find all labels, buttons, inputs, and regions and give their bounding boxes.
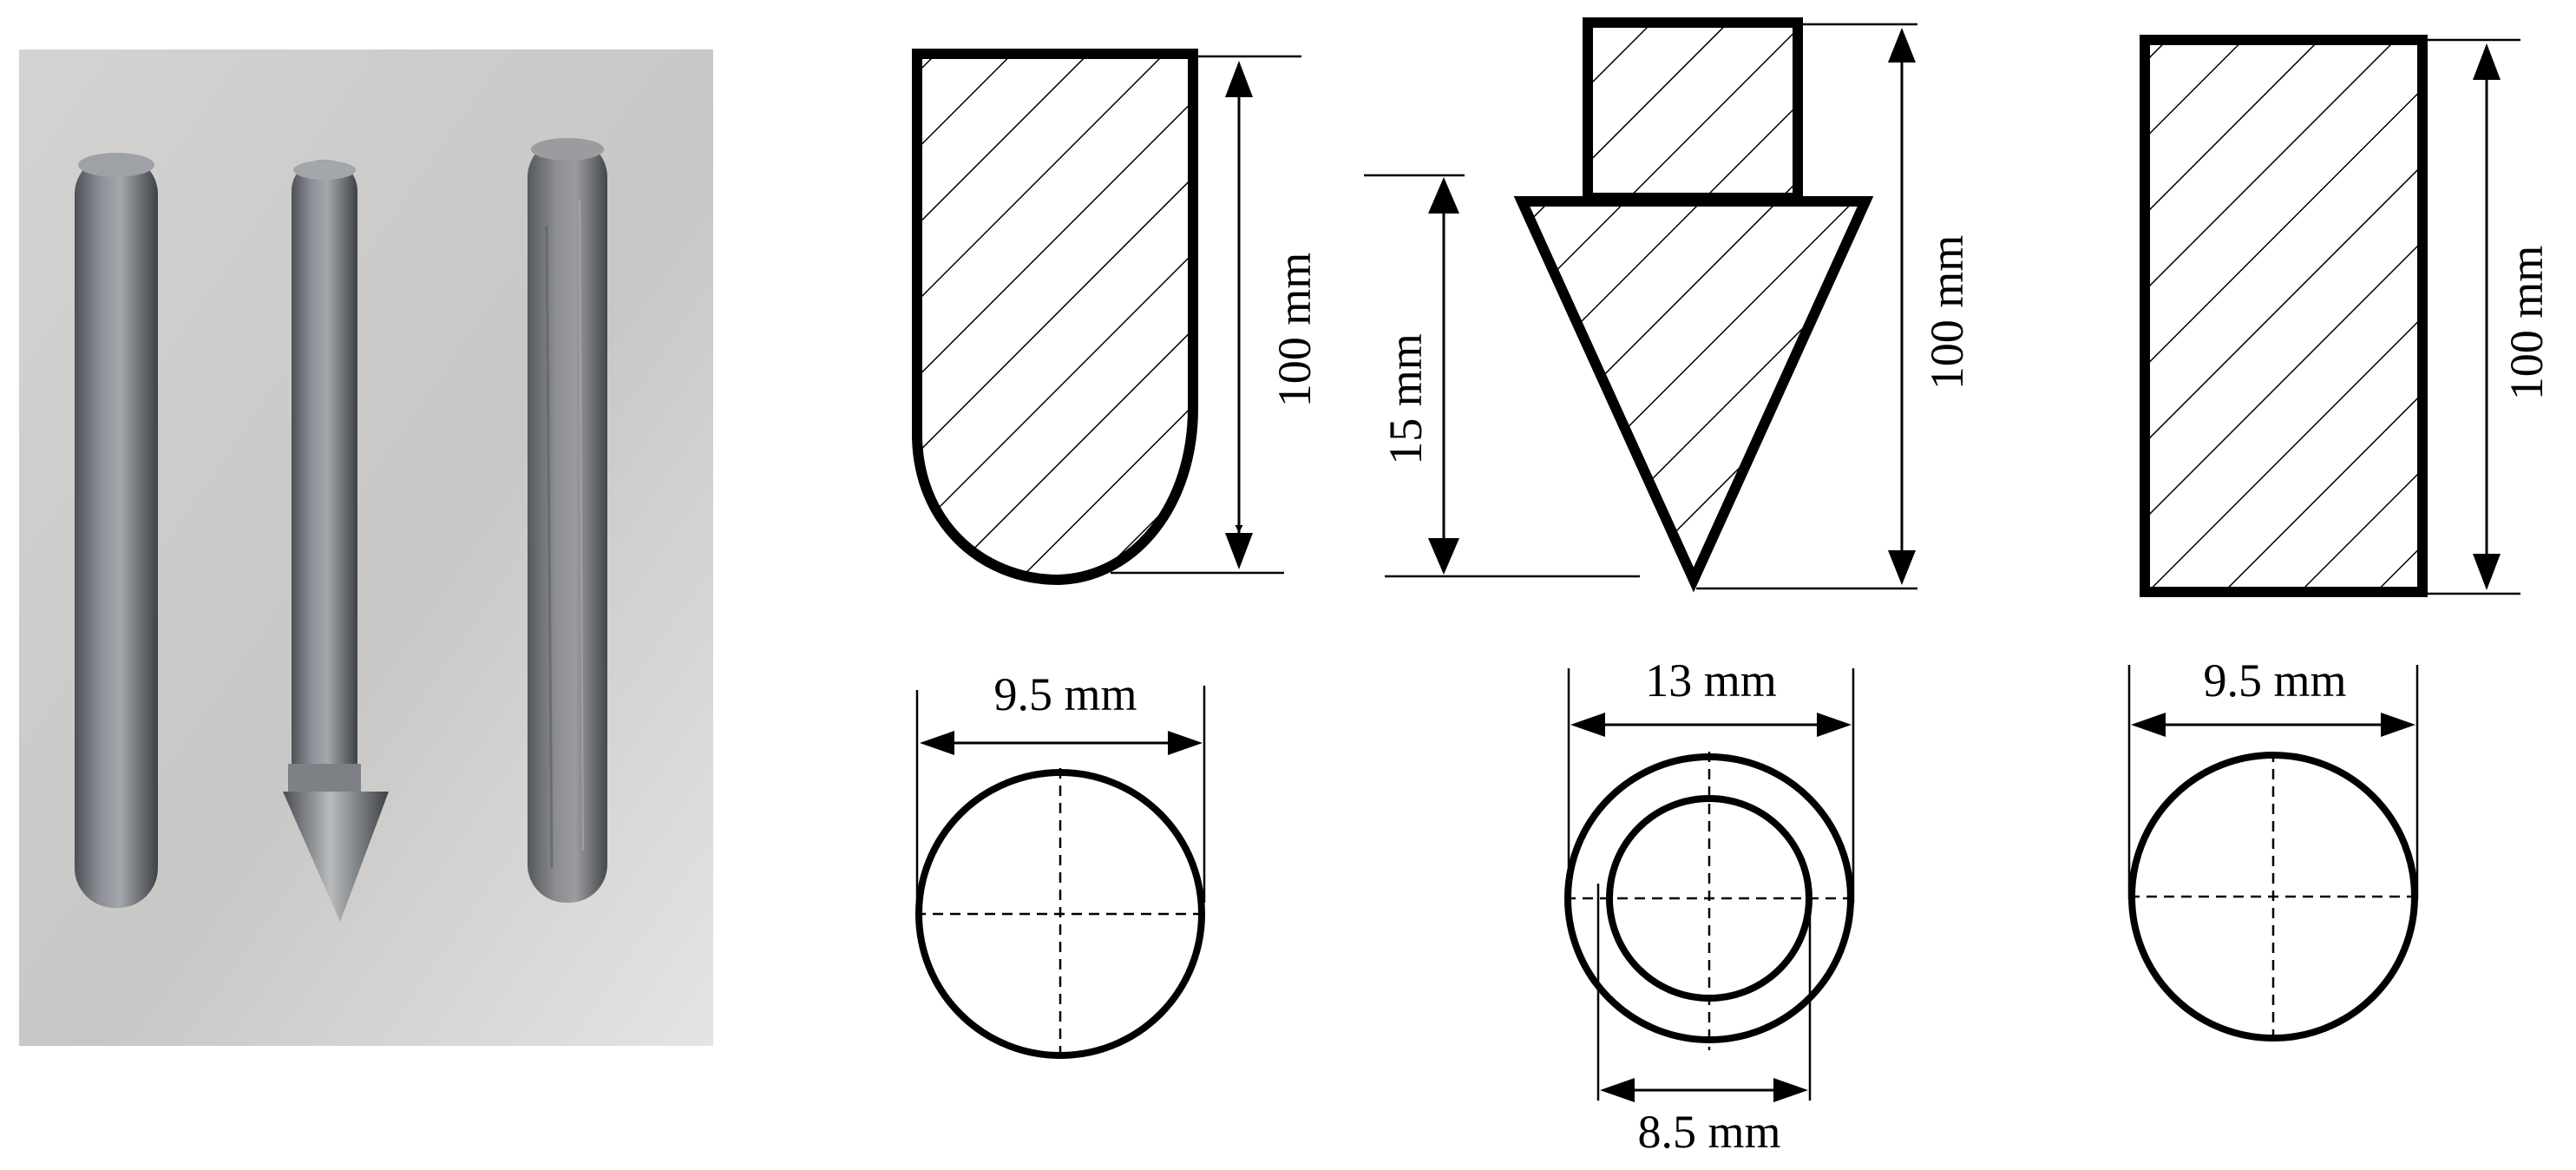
flat-tip-diagram: 100 mm 9.5 mm [2127, 35, 2553, 1045]
cone-tip-cone-profile [1513, 196, 1874, 593]
round-tip-height-label: 100 mm [1268, 253, 1321, 408]
cone-outer-diameter-label: 13 mm [1645, 654, 1777, 707]
flat-tip-side-profile [2140, 35, 2428, 597]
round-tip-rod-photo [75, 153, 158, 908]
round-tip-side-profile [912, 49, 1198, 586]
cone-inner-diameter-label: 8.5 mm [1637, 1106, 1780, 1158]
cone-tip-shaft-profile [1583, 17, 1803, 203]
round-tip-diagram: 100 mm 9.5 mm [912, 49, 1321, 1061]
cone-height-label: 15 mm [1380, 333, 1432, 465]
cone-tip-height-label: 100 mm [1921, 235, 1973, 391]
cone-tip-diagram: 100 mm 15 mm 13 mm 8.5 mm [1364, 17, 1973, 1158]
round-tip-diameter-label: 9.5 mm [993, 668, 1137, 720]
flat-tip-height-label: 100 mm [2501, 246, 2553, 401]
cone-tip-rod-photo [283, 160, 389, 922]
flat-tip-rod-photo [528, 138, 607, 903]
rods-photo [19, 49, 713, 1046]
flat-tip-diameter-label: 9.5 mm [2203, 654, 2346, 707]
